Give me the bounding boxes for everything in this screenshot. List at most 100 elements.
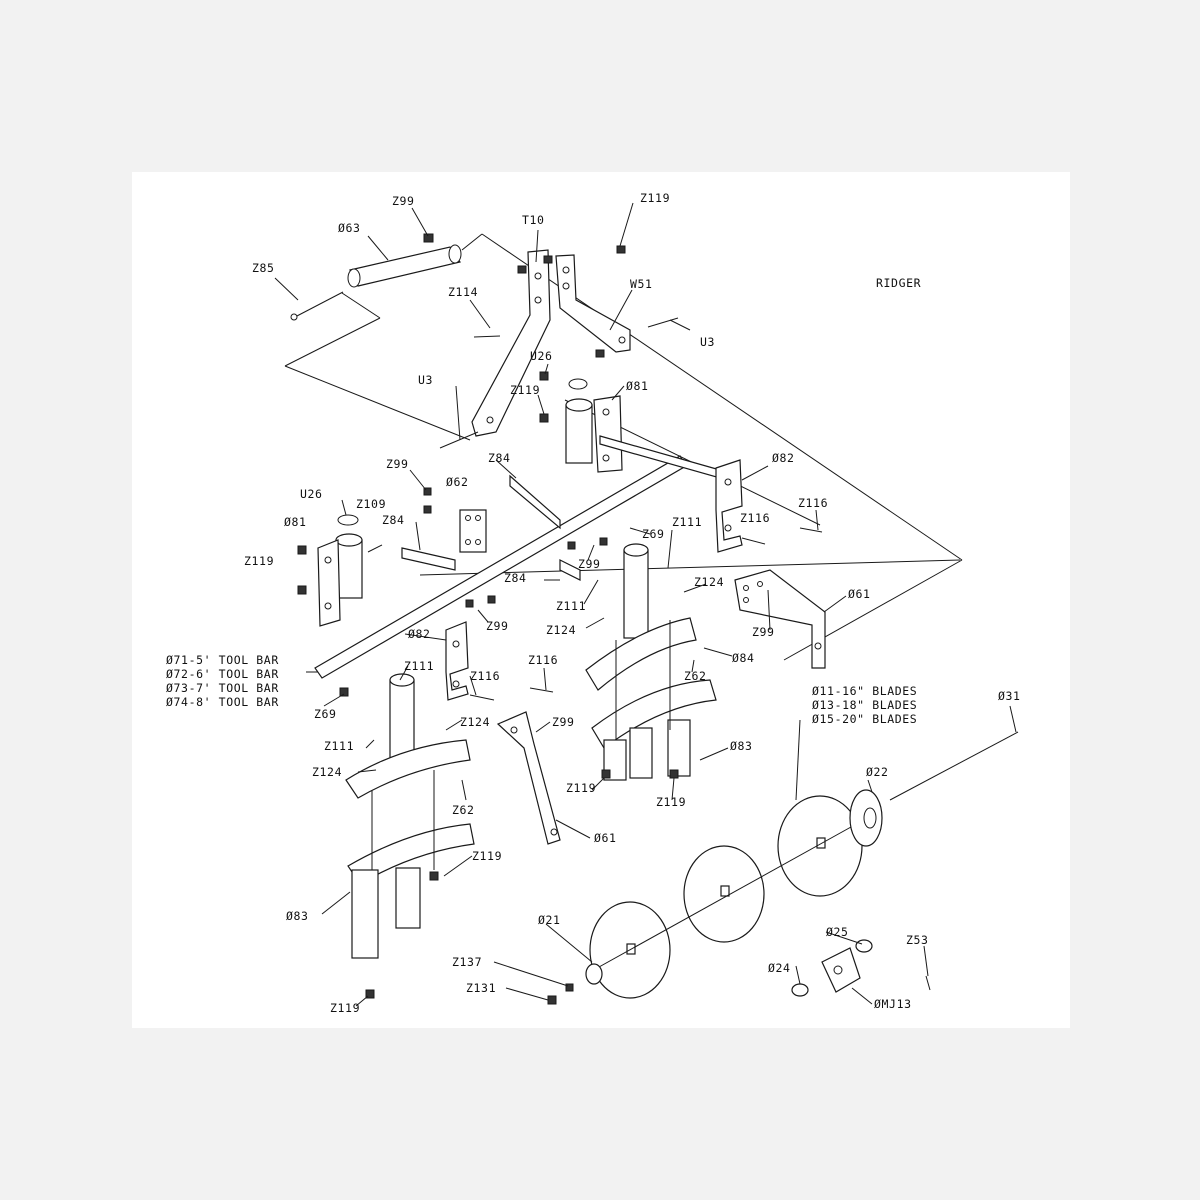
nut-z119-mid [539,413,549,423]
disc-axis [589,821,861,973]
label-d82-left: Ø82 [408,627,431,641]
label-z124-right: Z124 [694,575,724,589]
label-z69-right: Z69 [642,527,665,541]
nut-z119-left-b [297,585,307,595]
disc-blade-1 [777,795,863,897]
label-z99-low: Z99 [552,715,575,729]
label-z62-left: Z62 [452,803,475,817]
washer-d24 [791,983,809,997]
bolt-z116-right2 [741,537,766,545]
label-d21: Ø21 [538,913,561,927]
nut-z119-top [616,245,626,254]
nut-z69-left [339,687,349,697]
nut-u26-a [539,371,549,381]
label-z137: Z137 [452,955,482,969]
disc-blade-2 [683,845,765,943]
hub-d21 [585,963,603,985]
arm-d61-left [496,711,561,845]
label-z85: Z85 [252,261,275,275]
nut-z119-bottom [365,989,375,999]
label-z119-top: Z119 [640,191,670,205]
nut-t10-a [517,265,527,274]
label-w51: W51 [630,277,653,291]
nut-z99-f [487,595,496,604]
label-tool-bar-5: Ø71-5' TOOL BAR [166,653,279,667]
label-z99-top: Z99 [392,194,415,208]
label-z53: Z53 [906,933,929,947]
label-d81-left: Ø81 [284,515,307,529]
label-z116-mid2: Z116 [470,669,500,683]
bolt-z53 [925,975,931,991]
label-z62-right: Z62 [684,669,707,683]
label-d83-left: Ø83 [286,909,309,923]
label-u3-right: U3 [700,335,715,349]
label-d83-right: Ø83 [730,739,753,753]
label-z131: Z131 [466,981,496,995]
label-z69-left: Z69 [314,707,337,721]
clamp-d81-left [317,514,363,627]
label-z114: Z114 [448,285,478,299]
label-z116-mid: Z116 [528,653,558,667]
label-z119-left: Z119 [244,554,274,568]
u-bolt-z84-top [509,474,561,530]
label-z119-r2: Z119 [656,795,686,809]
pin-d63 [347,244,462,288]
nut-z119-r1 [601,769,611,779]
label-z111-left: Z111 [404,659,434,673]
bolt-z109 [367,544,383,553]
label-u3-left: U3 [418,373,433,387]
bracket-d82-right [715,459,743,553]
label-z99-mid: Z99 [578,557,601,571]
label-z84-left: Z84 [382,513,405,527]
label-z124-left2: Z124 [460,715,490,729]
label-tool-bar-7: Ø73-7' TOOL BAR [166,681,279,695]
label-d82-right: Ø82 [772,451,795,465]
bracket-d82-left [445,621,469,701]
label-blades-16: Ø11-16" BLADES [812,684,917,698]
label-d61-right: Ø61 [848,587,871,601]
nut-z131 [547,995,557,1005]
callout-labels: RIDGER Z99 Ø63 Z85 T10 Z119 W51 Z114 U3 … [166,191,1020,1015]
label-z119-r1: Z119 [566,781,596,795]
bolt-z114 [473,335,501,338]
label-u26-left: U26 [300,487,323,501]
label-z99-mid2: Z99 [486,619,509,633]
label-d22: Ø22 [866,765,889,779]
pin-u3-left [439,431,479,449]
bolt-z116-right [799,527,823,533]
label-dmj13: ØMJ13 [874,997,912,1011]
bolt-z116-mid2 [469,694,495,701]
nut-z119-left-a [297,545,307,555]
leader-lines [274,202,1017,1007]
label-t10: T10 [522,213,545,227]
label-z99-right: Z99 [752,625,775,639]
shank-assembly-left [345,673,475,959]
label-d61-left: Ø61 [594,831,617,845]
label-z84-top: Z84 [488,451,511,465]
hitch-plate-left [471,249,551,437]
u-bolt-z84-left [401,547,456,571]
nut-z99-a [423,487,432,496]
label-z109: Z109 [356,497,386,511]
nut-z99-b [423,505,432,514]
label-d25: Ø25 [826,925,849,939]
label-blades-20: Ø15-20" BLADES [812,712,917,726]
u-bolt-z84-mid [559,559,581,581]
label-z99-left: Z99 [386,457,409,471]
label-d63: Ø63 [338,221,361,235]
label-z124-left: Z124 [312,765,342,779]
label-z119-bottom: Z119 [330,1001,360,1015]
pin-u3-right [647,317,679,328]
label-z116-right2: Z116 [740,511,770,525]
plate-d62 [459,509,487,553]
diagram-title: RIDGER [876,276,921,290]
label-d81-right: Ø81 [626,379,649,393]
label-z124-mid: Z124 [546,623,576,637]
nut-z119-low [429,871,439,881]
label-d62: Ø62 [446,475,469,489]
nut-z99-e [465,599,474,608]
nut-t10-b [543,255,553,264]
arm-d61-right [734,569,826,669]
bearing-dmj13 [821,947,861,993]
